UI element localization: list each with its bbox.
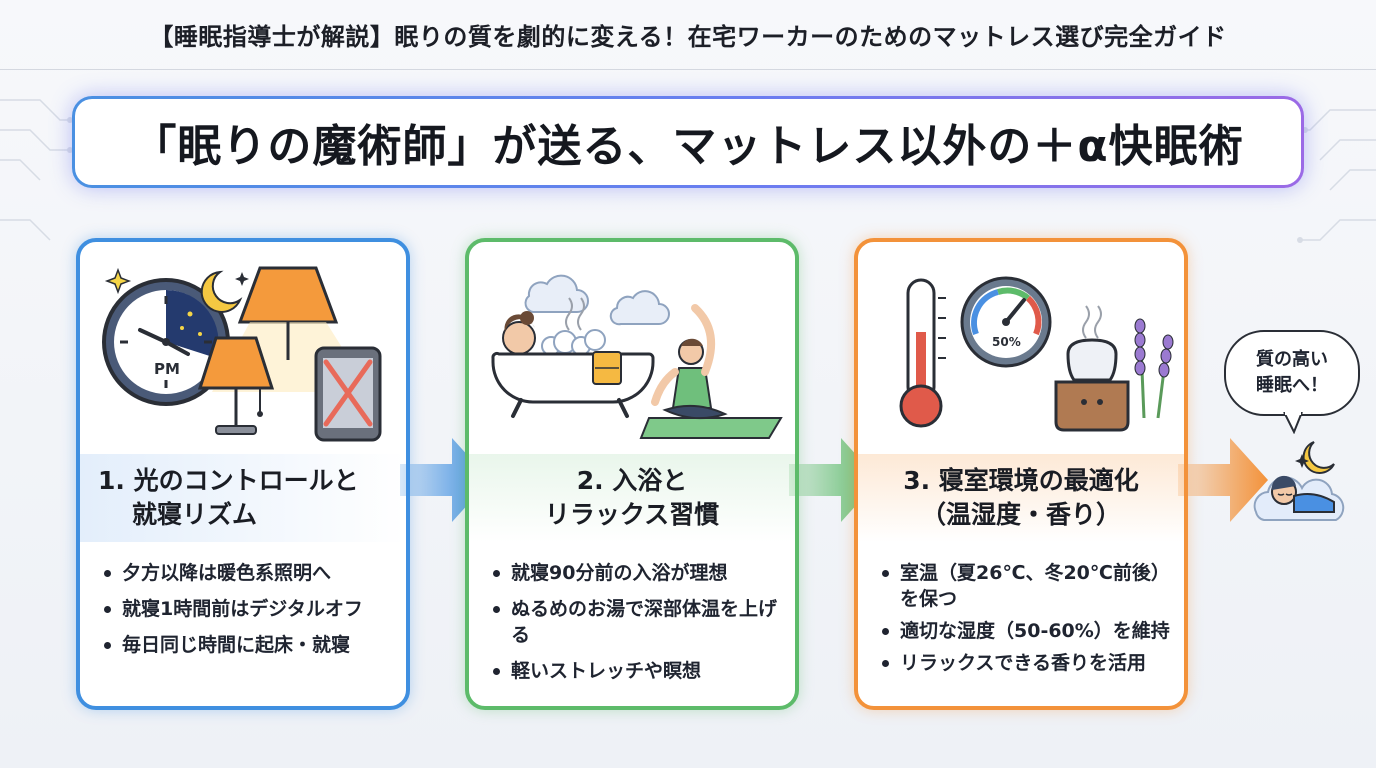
lavender-icon [1134, 318, 1174, 419]
banner-title: 「眠りの魔術師」が送る、マットレス以外の＋α快眠術 [75, 99, 1301, 185]
card-bath-relax: 2. 入浴と リラックス習慣 就寝90分前の入浴が理想 ぬるめのお湯で深部体温を… [465, 238, 799, 710]
no-smartphone-icon [314, 346, 382, 442]
svg-text:50%: 50% [992, 335, 1021, 349]
list-item: 軽いストレッチや瞑想 [489, 658, 789, 684]
clock-moon-icon: PM [102, 270, 243, 406]
card-heading: 3. 寝室環境の最適化 （温湿度・香り） [858, 454, 1184, 542]
heading-line: 3. 寝室環境の最適化 [903, 465, 1139, 495]
list-item: リラックスできる香りを活用 [878, 650, 1178, 676]
list-item: ぬるめのお湯で深部体温を上げる [489, 596, 789, 648]
list-item: 就寝1時間前はデジタルオフ [100, 596, 400, 622]
list-item: 室温（夏26℃、冬20℃前後）を保つ [878, 560, 1178, 612]
card-bedroom-environment: 50% 3. 寝室環境の最適化 （温湿度・香り） 室温（夏26℃、冬20℃前後）… [854, 238, 1188, 710]
heading-line: 1. 光のコントロールと [98, 465, 359, 495]
list-item: 適切な湿度（50-60%）を維持 [878, 618, 1178, 644]
bubble-line: 質の高い [1256, 349, 1328, 370]
bathtub-icon [491, 311, 655, 418]
sleeping-person-icon [1253, 441, 1345, 521]
heading-line: （温湿度・香り） [920, 500, 1121, 529]
sparkle-icon [104, 267, 249, 295]
thermometer-icon [899, 278, 946, 428]
heading-line: リラックス習慣 [544, 500, 720, 529]
bullet-list: 室温（夏26℃、冬20℃前後）を保つ 適切な湿度（50-60%）を維持 リラック… [878, 560, 1178, 682]
hygrometer-icon: 50% [960, 276, 1052, 368]
environment-illustration: 50% [899, 276, 1174, 432]
card-heading: 2. 入浴と リラックス習慣 [469, 454, 795, 542]
heading-line: 就寝リズム [132, 500, 258, 529]
light-illustration: PM [102, 266, 382, 442]
list-item: 毎日同じ時間に起床・就寝 [100, 632, 400, 658]
aroma-diffuser-icon [1054, 338, 1130, 432]
list-item: 夕方以降は暖色系照明へ [100, 560, 400, 586]
bullet-list: 夕方以降は暖色系照明へ 就寝1時間前はデジタルオフ 毎日同じ時間に起床・就寝 [100, 560, 400, 668]
banner: 「眠りの魔術師」が送る、マットレス以外の＋α快眠術 [72, 96, 1304, 188]
table-lamp-icon [197, 336, 275, 435]
bullet-list: 就寝90分前の入浴が理想 ぬるめのお湯で深部体温を上げる 軽いストレッチや瞑想 [489, 560, 789, 694]
card-light-control: PM 1. 光のコントロールと 就寝リズム 夕方以降は暖色系照明へ 就寝1時 [76, 238, 410, 710]
cloud-icon [524, 274, 670, 326]
stretching-person-icon [639, 304, 783, 439]
list-item: 就寝90分前の入浴が理想 [489, 560, 789, 586]
page-title: 【睡眠指導士が解説】眠りの質を劇的に変える！在宅ワーカーのためのマットレス選び完… [0, 0, 1376, 70]
bubble-tail [1283, 412, 1303, 434]
heading-line: 2. 入浴と [576, 465, 688, 495]
bath-illustration [491, 274, 783, 439]
bubble-line: 睡眠へ！ [1256, 375, 1328, 396]
card-heading: 1. 光のコントロールと 就寝リズム [80, 454, 406, 542]
arrow-right-icon [1178, 438, 1268, 522]
svg-text:PM: PM [154, 360, 180, 378]
speech-bubble: 質の高い 睡眠へ！ [1224, 330, 1360, 416]
